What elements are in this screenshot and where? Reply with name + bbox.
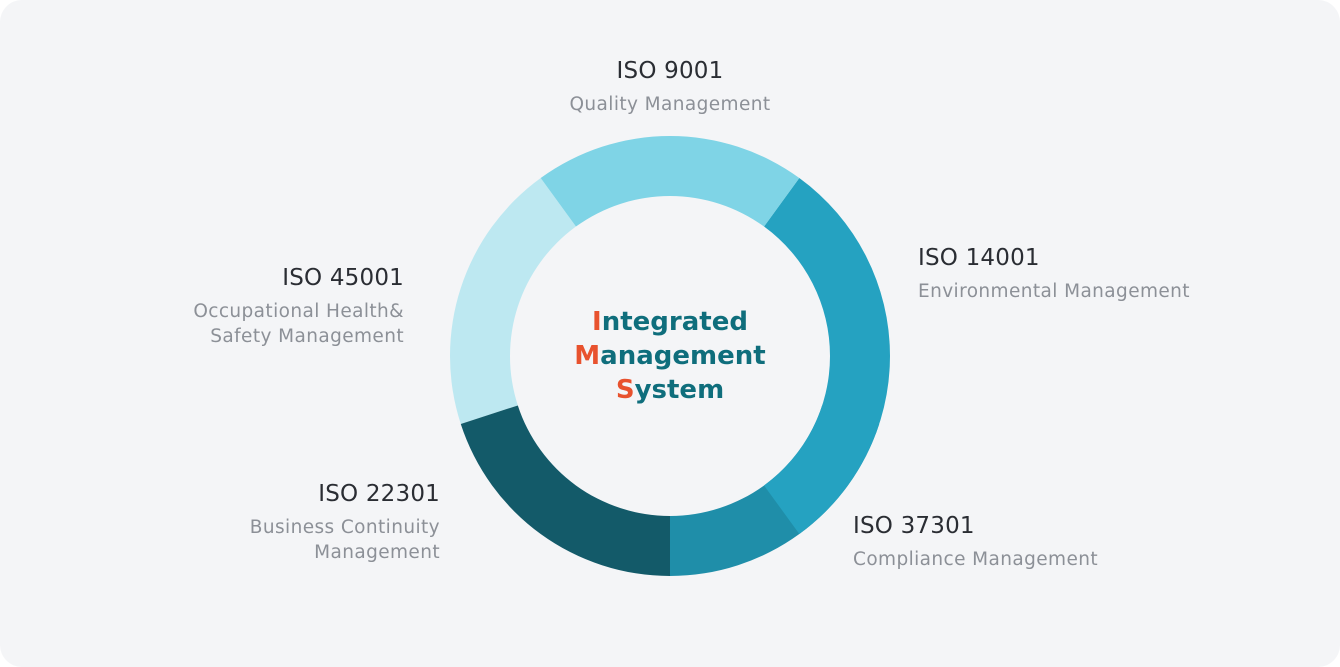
center-title-line-1: Integrated xyxy=(592,307,748,337)
ring-segment-environmental xyxy=(764,178,890,534)
center-title-line-2: Management xyxy=(574,341,766,371)
standard-code: ISO 14001 xyxy=(918,245,1040,271)
standard-iso-37301: ISO 37301 Compliance Management xyxy=(853,515,1173,572)
standard-iso-9001: ISO 9001 Quality Management xyxy=(520,60,820,117)
standard-description: Environmental Management xyxy=(918,281,1190,302)
standard-description: Occupational Health& Safety Management xyxy=(193,301,404,347)
standard-description: Compliance Management xyxy=(853,549,1099,570)
standard-iso-22301: ISO 22301 Business Continuity Management xyxy=(160,483,440,565)
standard-code: ISO 9001 xyxy=(616,58,724,84)
ring-segment-continuity xyxy=(460,405,670,576)
standard-description: Quality Management xyxy=(569,94,771,115)
standard-code: ISO 45001 xyxy=(282,265,404,291)
standard-iso-45001: ISO 45001 Occupational Health& Safety Ma… xyxy=(122,267,404,349)
center-title-line-3: System xyxy=(615,375,725,405)
standard-iso-14001: ISO 14001 Environmental Management xyxy=(918,247,1238,304)
standard-code: ISO 22301 xyxy=(318,481,440,507)
standard-description: Business Continuity Management xyxy=(249,517,440,563)
center-title: Integrated Management System xyxy=(520,305,820,407)
ring-segment-quality xyxy=(540,136,800,227)
standard-code: ISO 37301 xyxy=(853,513,975,539)
ring-segment-health-safety xyxy=(450,178,576,424)
